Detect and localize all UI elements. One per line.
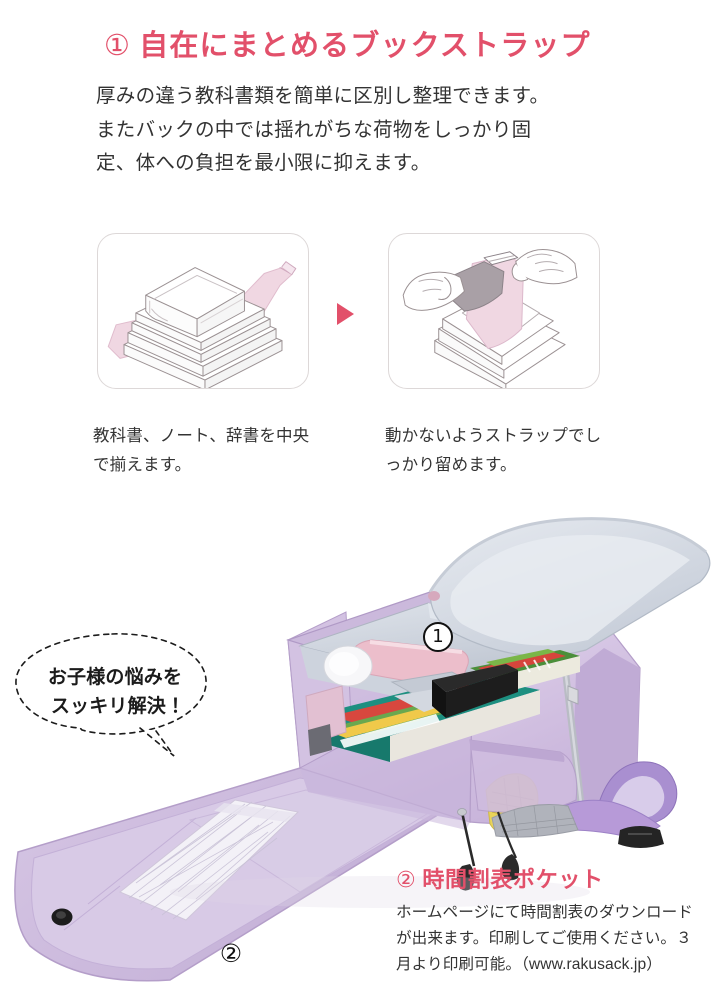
section1-body-text: 厚みの違う教科書類を簡単に区別し整理できます。またバックの中では揺れがちな荷物を… <box>96 85 550 175</box>
backpack-open-photo-illustration <box>14 517 711 982</box>
step-2-illustration-panel <box>388 233 600 389</box>
section2-number: ② <box>396 867 417 892</box>
step-1-illustration-panel <box>97 233 309 389</box>
play-triangle-icon <box>337 303 354 325</box>
books-stack-with-strap-illustration <box>107 261 297 388</box>
photo-marker-1: 1 <box>423 622 453 652</box>
hands-fastening-strap-illustration <box>402 249 578 388</box>
photo-marker-2: ② <box>219 939 243 968</box>
speech-bubble-outline <box>15 633 207 757</box>
section2-body-text: ホームページにて時間割表のダウンロードが出来ます。印刷してご使用ください。３月よ… <box>396 904 693 973</box>
product-photo <box>0 500 720 1000</box>
speech-bubble-line1: お子様の悩みを <box>47 667 183 688</box>
section1-number: ① <box>104 30 132 62</box>
speech-bubble-line2: スッキリ解決！ <box>50 695 186 717</box>
speech-bubble: お子様の悩みを スッキリ解決！ <box>8 628 218 763</box>
speech-bubble-text: お子様の悩みを スッキリ解決！ <box>30 664 200 721</box>
step-1-caption: 教科書、ノート、辞書を中央で揃えます。 <box>93 427 310 475</box>
section2-heading-text: 時間割表ポケット <box>422 867 604 892</box>
section1-heading-text: 自在にまとめるブックストラップ <box>139 30 591 62</box>
step-2-caption: 動かないようストラップでしっかり留めます。 <box>385 427 602 475</box>
